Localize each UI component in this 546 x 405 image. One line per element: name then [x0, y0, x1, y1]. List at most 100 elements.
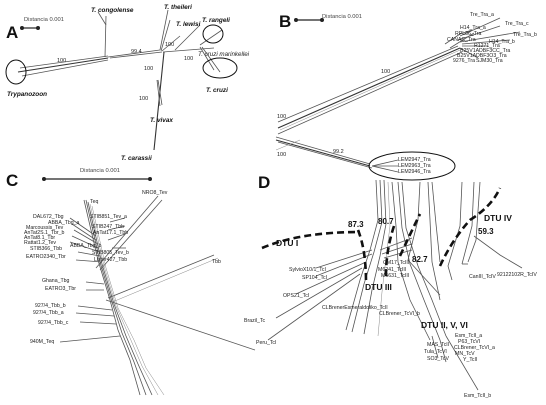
panel-a-rangeli-circle — [202, 24, 224, 44]
panel-d-dtu2-divider — [398, 213, 422, 257]
taxon-label: T. theileri — [164, 4, 192, 11]
bootstrap-value: 100 — [381, 69, 390, 75]
taxon-label: CANAC_Tra — [447, 37, 476, 43]
dtu-label: DTU III — [365, 282, 392, 292]
taxon-label: CLBrener_TcVI_b — [379, 311, 420, 317]
taxon-label: T. cruzi marinkellei — [198, 51, 250, 58]
taxon-label: Esm_TcII_a — [455, 333, 482, 339]
taxon-label: RPL86_Tra — [455, 31, 481, 37]
taxon-label: 92122102R_TcIV — [497, 272, 537, 278]
taxon-label: Lister427_Tbb — [94, 257, 127, 263]
dtu-label: DTU II, V, VI — [421, 320, 468, 330]
panel-a-tree — [17, 9, 223, 151]
taxon-label: H14_Tra_b — [489, 39, 515, 45]
taxon-label: AnTat2S.1_Tbr_b — [24, 230, 64, 236]
taxon-label: T. lewisi — [176, 21, 201, 28]
panel-d-dtu3-divider-right — [384, 225, 396, 277]
taxon-label: 927/4_Tbb_c — [38, 320, 69, 326]
taxon-label: Trypanozoon — [7, 91, 47, 98]
taxon-label: 940M_Teq — [30, 339, 54, 345]
taxon-label: B25V1ADBF3O3_Tra — [457, 53, 507, 59]
taxon-label: ABBA_Tbg_a — [48, 220, 80, 226]
taxon-label: 927/4_Tbb_a — [33, 310, 64, 316]
taxon-label: EATRO2340_Tbr — [26, 254, 66, 260]
taxon-label: Tre_Tra_a — [470, 12, 494, 18]
taxon-label: Rattat1.2_Tev — [24, 240, 56, 246]
panel-c-tree — [59, 195, 256, 396]
taxon-label: EATRO3_Tbr — [45, 286, 76, 292]
taxon-label: T. cruzi — [206, 87, 228, 94]
bootstrap-value: 82.7 — [412, 255, 428, 264]
bootstrap-value: 100 — [144, 66, 153, 72]
taxon-label: Tre_Tra_b — [513, 32, 537, 38]
taxon-label: NRO8_Tev — [142, 190, 168, 196]
taxon-label: STIB805_Tev_b — [92, 250, 129, 256]
taxon-label: CM17_TcIII — [383, 260, 409, 266]
bootstrap-value: 87.3 — [348, 220, 364, 229]
taxon-label: M5631_TcIII — [381, 273, 409, 279]
taxon-label: H14_Tra_a — [460, 25, 486, 31]
taxon-label: CanIII_TcIV — [469, 274, 496, 280]
panel-d: D — [244, 173, 537, 399]
taxon-label: T. congolense — [91, 7, 134, 14]
taxon-label: Y_TcII — [463, 357, 477, 363]
bootstrap-value: 100 — [57, 58, 66, 64]
panel-b: B Distancia 0.001 Tre_Tra_a — [275, 12, 537, 181]
panel-a-scale-label: Distancia 0.001 — [24, 17, 64, 23]
taxon-label: CLBrener_TcVI_a — [454, 345, 495, 351]
taxon-label: R1271_Tra — [474, 43, 500, 49]
bootstrap-value: 100 — [139, 96, 148, 102]
taxon-label: LEM2947_Tra — [398, 157, 431, 163]
taxon-label: 9276_Tra — [453, 58, 475, 64]
panel-a-letter: A — [6, 23, 18, 42]
panel-c: C Distancia 0.001 — [6, 168, 256, 396]
bootstrap-value: 80.7 — [378, 217, 394, 226]
taxon-label: M6241_TcIII — [378, 267, 406, 273]
taxon-label: STIB247_Tbb — [92, 224, 124, 230]
taxon-label: Tula_TcVI — [424, 349, 447, 355]
taxon-label: T. carassii — [121, 155, 152, 162]
panel-a-scale-end — [36, 26, 40, 30]
panel-a-trypanozoon-circle — [5, 59, 27, 85]
panel-b-letter: B — [279, 12, 291, 31]
panel-c-scale-label: Distancia 0.001 — [80, 168, 120, 174]
bootstrap-value: 100 — [165, 42, 174, 48]
panel-d-dtu1-divider — [261, 230, 361, 250]
taxon-label: CLBrenerEsmeraldoliko_TcII — [322, 305, 388, 311]
taxon-label: SP104_TcI — [302, 275, 327, 281]
panel-d-letter: D — [258, 173, 270, 192]
panel-c-scale-end — [148, 177, 152, 181]
taxon-label: T. vivax — [150, 117, 173, 124]
panel-b-scale-label: Distancia 0.001 — [322, 14, 362, 20]
taxon-label: Brazil_Tc — [244, 318, 265, 324]
taxon-label: Teq — [90, 199, 98, 205]
taxon-label: AnTat8.1_Tbr — [24, 235, 55, 241]
taxon-label: ABBA_Tbg_b — [70, 243, 102, 249]
taxon-label: LEM2963_Tra — [398, 163, 431, 169]
dtu-label: DTU I — [276, 238, 298, 248]
bootstrap-value: 100 — [277, 152, 286, 158]
taxon-label: AnTat17.1_Tbb — [93, 230, 128, 236]
bootstrap-value: 99.4 — [131, 49, 142, 55]
taxon-label: DAL672_Tbg — [33, 214, 64, 220]
taxon-label: Tbb — [212, 259, 221, 265]
panel-b-scale-end — [294, 18, 298, 22]
panel-a-cruzi-circle — [202, 57, 238, 79]
panel-c-scale-end — [42, 177, 46, 181]
taxon-label: SO3_TcV — [427, 356, 449, 362]
panel-b-lem-group-circle — [368, 151, 456, 181]
panel-b-tree — [275, 17, 521, 173]
taxon-label: Tre_Tra_c — [505, 21, 529, 27]
taxon-label: T. rangeli — [202, 17, 230, 24]
taxon-label: Esm_TcII_b — [464, 393, 491, 399]
panel-b-scale-end — [320, 18, 324, 22]
taxon-label: P63_TcVI — [458, 339, 480, 345]
panel-d-tree — [267, 179, 523, 391]
taxon-label: MN_TcV — [455, 351, 475, 357]
taxon-label: OPS21_TcI — [283, 293, 309, 299]
taxon-label: 927/4_Tbb_b — [35, 303, 66, 309]
taxon-label: Ghana_Tbg — [42, 278, 70, 284]
panel-d-dtu3-divider-left — [356, 229, 368, 283]
taxon-label: B25V1ADBF3CC_Tra — [460, 48, 510, 54]
